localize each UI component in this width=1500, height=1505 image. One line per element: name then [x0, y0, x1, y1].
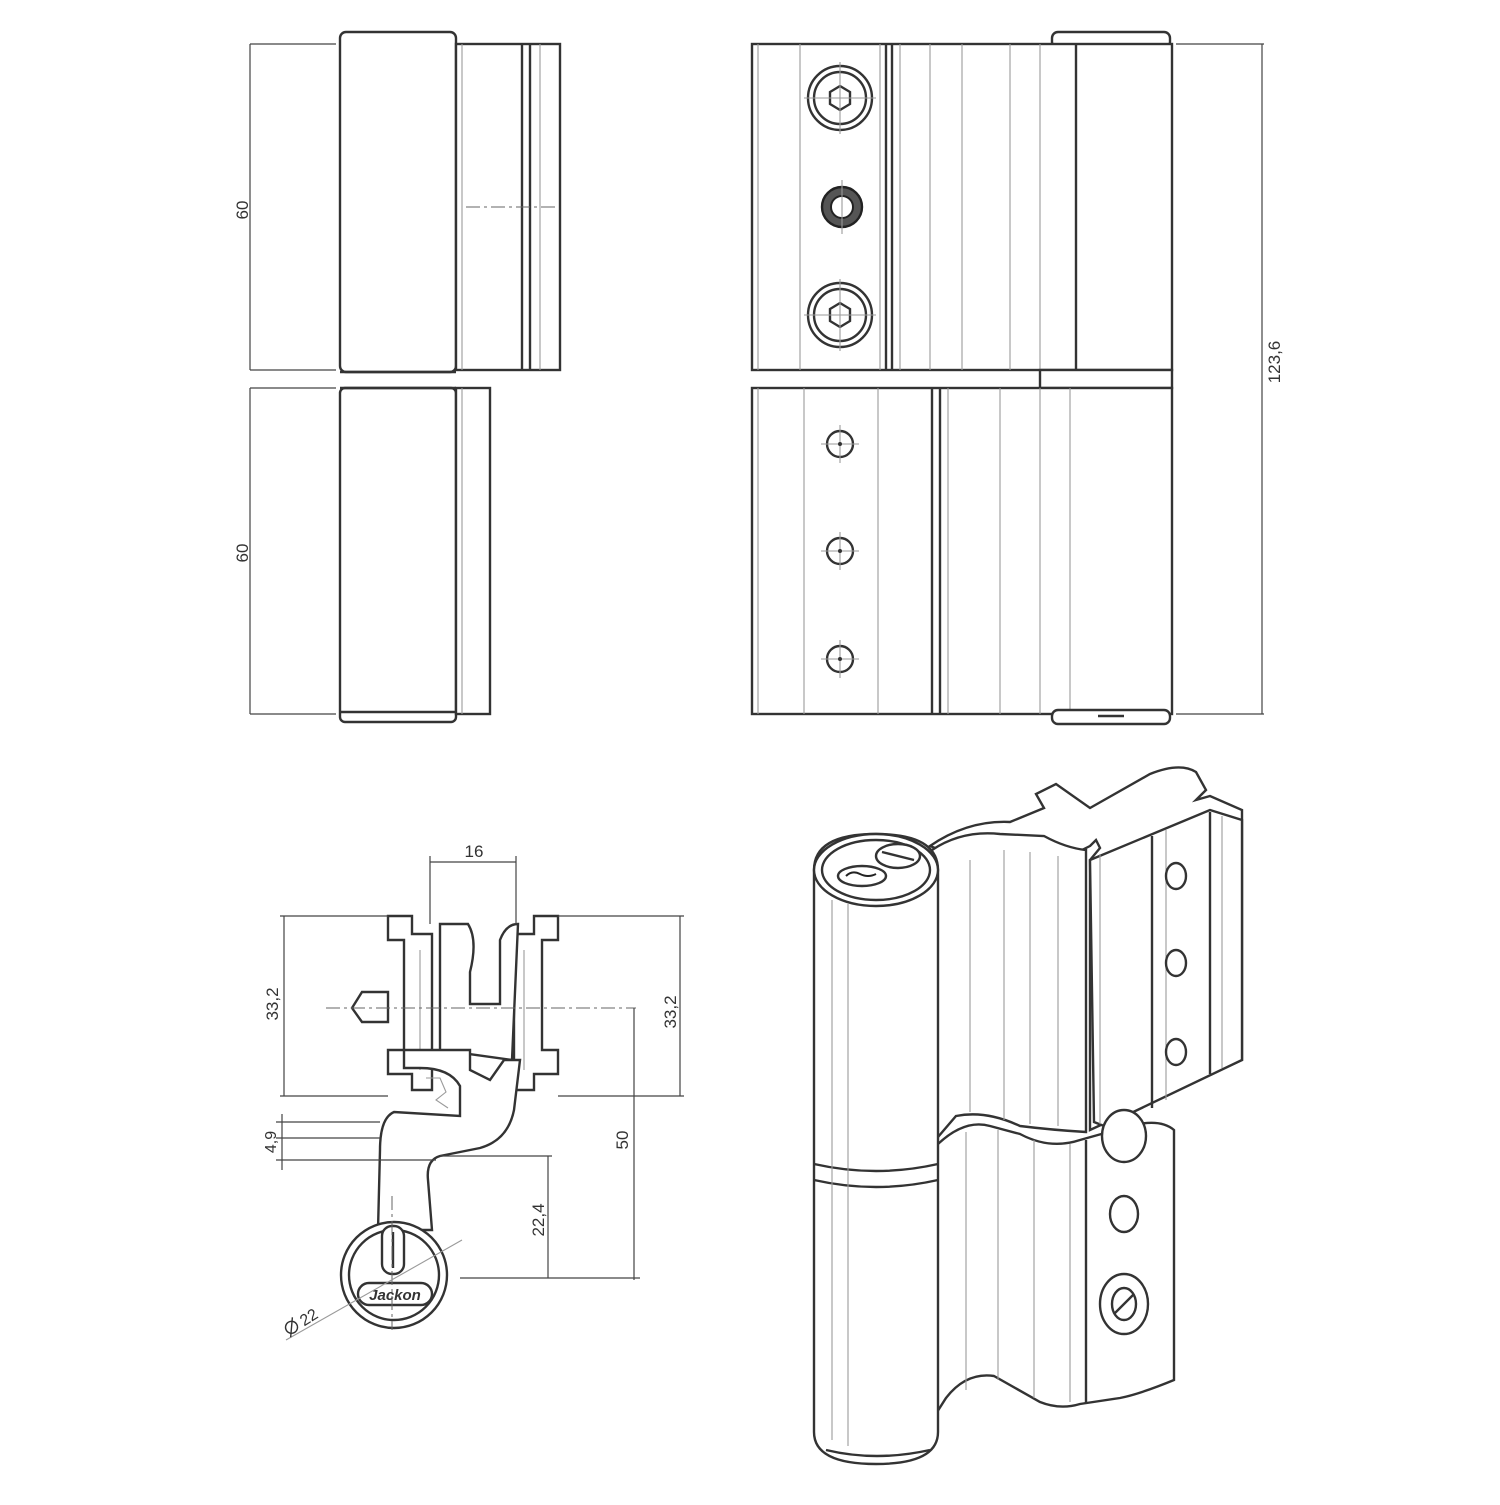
- hole-icon: [1108, 1194, 1140, 1234]
- screw-icon: [804, 279, 876, 351]
- plan-sash-profile: [438, 922, 520, 1062]
- adjust-screw-icon: [820, 180, 864, 234]
- screw-icon: [1100, 1108, 1148, 1164]
- dim-side-upper-label: 60: [233, 201, 252, 220]
- dim-front-total-label: 123,6: [1265, 341, 1284, 384]
- hole-icon: [821, 640, 859, 678]
- side-lower-knuckle: [338, 386, 458, 724]
- front-view: 123,6: [750, 30, 1284, 726]
- hole-icon: [821, 532, 859, 570]
- dim-side-lower-label: 60: [233, 544, 252, 563]
- dim-plan-width-label: 16: [465, 842, 484, 861]
- dim-plan-right-height-label: 33,2: [661, 995, 680, 1028]
- hole-icon: [1164, 948, 1188, 978]
- dim-plan-left-height-label: 33,2: [263, 987, 282, 1020]
- iso-logo-badge: [836, 864, 888, 888]
- side-upper-knuckle: [338, 30, 458, 374]
- plan-frame-profile-left: [386, 914, 434, 1092]
- iso-barrel: [812, 832, 940, 1466]
- logo-text: Jackon: [369, 1287, 421, 1304]
- diameter-label: 22: [284, 1306, 321, 1338]
- screw-icon: [1098, 1272, 1150, 1336]
- slot-screw-icon: [874, 842, 922, 870]
- front-lower-leaf: [750, 386, 1174, 716]
- hole-icon: [821, 425, 859, 463]
- side-view: 60 60: [233, 30, 562, 724]
- iso-lower-leaf: [930, 1121, 1176, 1425]
- dim-barrel-diameter-label: 22: [297, 1306, 321, 1330]
- isometric-view: [812, 766, 1244, 1466]
- plan-frame-profile-right: [512, 914, 560, 1092]
- plan-hinge-arm: [376, 1048, 522, 1232]
- dim-plan-axis-label: 50: [613, 1131, 632, 1150]
- dim-plan-barrel-offset-label: 22,4: [529, 1203, 548, 1236]
- hole-icon: [1164, 861, 1188, 891]
- plan-view: Jackon 16 33,2 33,2 4,9 50 22,4: [263, 842, 684, 1341]
- plan-pin: [350, 990, 390, 1024]
- hole-icon: [1164, 1037, 1188, 1067]
- screw-icon: [804, 62, 876, 134]
- side-lower-leaf: [454, 386, 492, 716]
- dim-plan-offset-label: 4,9: [263, 1131, 280, 1153]
- iso-upper-leaf-front: [930, 832, 1088, 1148]
- front-knuckle-joint: [1038, 368, 1174, 390]
